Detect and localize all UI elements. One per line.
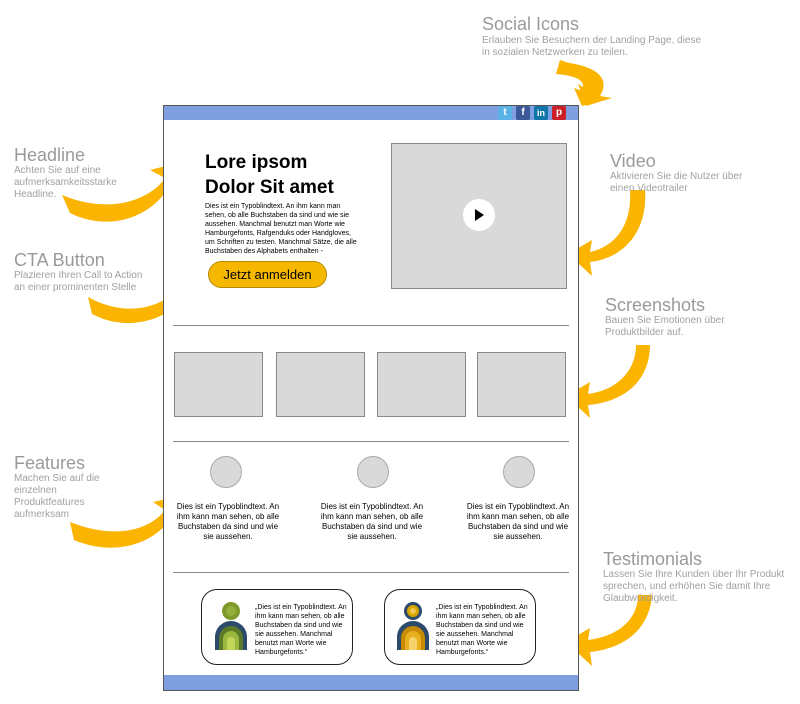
mockup-body-text: Dies ist ein Typoblindtext. An ihm kann …	[205, 203, 357, 255]
headline-annotation-title: Headline	[14, 145, 86, 165]
avatar-2	[397, 602, 429, 650]
testimonials-annotation-desc: Lassen Sie Ihre Kunden über Ihr Produkt …	[603, 569, 785, 604]
screenshots-annotation-title: Screenshots	[605, 295, 706, 315]
feature-text-2: Dies ist ein Typoblindtext. An ihm kann …	[320, 502, 424, 541]
feature-icon-3	[503, 456, 535, 488]
features-annotation-title: Features	[14, 453, 86, 473]
social-annotation-title: Social Icons	[482, 14, 580, 34]
linkedin-icon[interactable]: in	[534, 106, 548, 120]
avatar-1	[215, 602, 247, 650]
divider-3	[173, 572, 569, 573]
screenshots-arrow	[566, 345, 650, 418]
video-annotation-title: Video	[610, 151, 656, 171]
twitter-icon[interactable]: t	[498, 106, 512, 120]
video-arrow	[568, 190, 646, 276]
mockup-headline-line1: Lore ipsom	[205, 152, 308, 173]
social-annotation-desc: Erlauben Sie Besuchern der Landing Page,…	[482, 35, 702, 58]
divider-2	[173, 441, 569, 442]
feature-icon-1	[210, 456, 242, 488]
mockup-headline: Lore ipsom Dolor Sit amet	[205, 150, 375, 200]
headline-arrow	[62, 160, 190, 222]
screenshots-annotation-desc: Bauen Sie Emotionen über Produktbilder a…	[605, 315, 725, 338]
cta-annotation-desc: Plazieren Ihren Call to Action an einer …	[14, 270, 143, 293]
screenshot-placeholder-1[interactable]	[174, 352, 263, 417]
mockup-bottom-bar	[164, 675, 578, 690]
video-annotation-desc: Aktivieren Sie die Nutzer über einen Vid…	[610, 171, 743, 194]
facebook-icon[interactable]: f	[516, 106, 530, 120]
play-icon	[475, 209, 484, 221]
testimonial-text-2: „Dies ist ein Typoblindtext. An ihm kann…	[436, 604, 528, 656]
divider-1	[173, 325, 569, 326]
testimonial-text-1: „Dies ist ein Typoblindtext. An ihm kann…	[255, 604, 347, 656]
feature-text-3: Dies ist ein Typoblindtext. An ihm kann …	[466, 502, 570, 541]
feature-text-1: Dies ist ein Typoblindtext. An ihm kann …	[176, 502, 280, 541]
screenshot-placeholder-2[interactable]	[276, 352, 365, 417]
mockup-top-bar	[164, 106, 578, 120]
cta-arrow	[88, 268, 205, 324]
features-arrow	[70, 494, 190, 548]
headline-annotation-desc: Achten Sie auf eine aufmerksamkeitsstark…	[14, 165, 117, 200]
screenshot-placeholder-4[interactable]	[477, 352, 566, 417]
feature-icon-2	[357, 456, 389, 488]
screenshot-placeholder-3[interactable]	[377, 352, 466, 417]
testimonials-annotation-title: Testimonials	[603, 549, 703, 569]
mockup-headline-line2: Dolor Sit amet	[205, 177, 334, 198]
testimonials-arrow	[566, 595, 652, 666]
features-annotation-desc: Machen Sie auf die einzelnen Produktfeat…	[14, 473, 100, 520]
cta-annotation-title: CTA Button	[14, 250, 105, 270]
pinterest-icon[interactable]: p	[552, 106, 566, 120]
cta-button[interactable]: Jetzt anmelden	[208, 261, 327, 288]
